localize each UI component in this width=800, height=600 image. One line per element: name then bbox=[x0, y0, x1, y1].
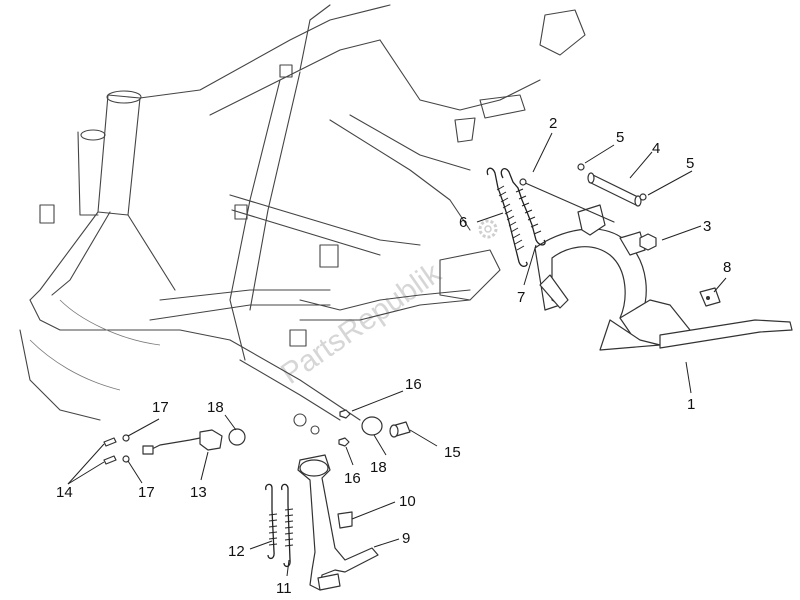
callout-18b: 18 bbox=[370, 459, 387, 476]
callout-6: 6 bbox=[459, 214, 467, 231]
rubber-stop bbox=[699, 287, 721, 307]
callout-11: 11 bbox=[276, 580, 292, 597]
stand-spring-long bbox=[486, 167, 528, 267]
stand-pin bbox=[522, 181, 615, 223]
watermark-text: PartsRepublik bbox=[275, 256, 448, 391]
callout-13: 13 bbox=[190, 484, 207, 501]
circlip bbox=[361, 416, 383, 436]
nut bbox=[639, 233, 657, 251]
stand-switch bbox=[142, 429, 223, 455]
callout-8: 8 bbox=[723, 259, 731, 276]
nut-small bbox=[338, 437, 350, 447]
washer bbox=[639, 193, 647, 201]
callout-9: 9 bbox=[402, 530, 410, 547]
side-stand bbox=[297, 454, 379, 591]
leader-lines bbox=[67, 132, 727, 577]
callout-2: 2 bbox=[549, 115, 557, 132]
callout-5b: 5 bbox=[686, 155, 694, 172]
gear-icon bbox=[478, 219, 498, 239]
callout-16b: 16 bbox=[344, 470, 361, 487]
callout-4: 4 bbox=[652, 140, 660, 157]
spacer-bolt bbox=[587, 172, 642, 207]
screws bbox=[103, 434, 130, 465]
callout-10: 10 bbox=[399, 493, 416, 510]
callout-3: 3 bbox=[703, 218, 711, 235]
side-stand-spring-short bbox=[265, 483, 275, 560]
callout-12: 12 bbox=[228, 543, 245, 560]
side-stand-assembly bbox=[265, 454, 379, 591]
callout-labels: 1 2 3 4 5 5 6 7 8 9 10 11 12 13 14 15 16… bbox=[56, 115, 731, 597]
callout-5a: 5 bbox=[616, 129, 624, 146]
callout-17a: 17 bbox=[152, 399, 169, 416]
stand-spring-short bbox=[500, 168, 546, 246]
nut-small bbox=[339, 409, 351, 419]
side-stand-clip bbox=[337, 511, 353, 529]
stand-lever bbox=[659, 319, 793, 349]
bush bbox=[389, 421, 411, 438]
callout-16a: 16 bbox=[405, 376, 422, 393]
callout-18a: 18 bbox=[207, 399, 224, 416]
callout-7: 7 bbox=[517, 289, 525, 306]
callout-15: 15 bbox=[444, 444, 461, 461]
callout-17b: 17 bbox=[138, 484, 155, 501]
circlip bbox=[228, 428, 246, 446]
center-stand-assembly bbox=[486, 163, 793, 351]
callout-1: 1 bbox=[687, 396, 695, 413]
callout-14: 14 bbox=[56, 484, 73, 501]
washer bbox=[577, 163, 585, 171]
side-stand-spring-long bbox=[281, 483, 291, 568]
